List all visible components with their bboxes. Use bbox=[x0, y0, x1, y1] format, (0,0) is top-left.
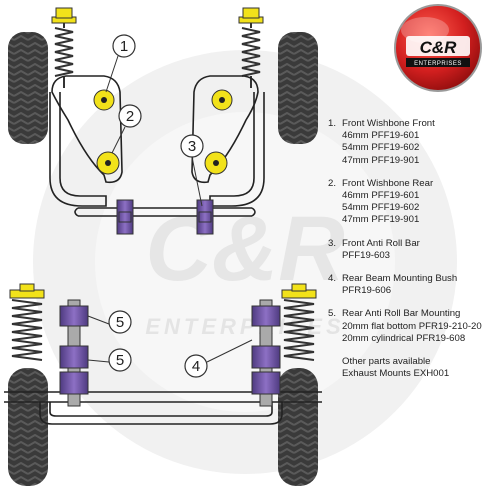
part-number: 4. bbox=[328, 273, 337, 285]
callout-5-upper: 5 bbox=[87, 310, 132, 334]
part-code: 46mm PFF19-601 bbox=[342, 190, 420, 202]
front-left-wishbone bbox=[49, 75, 123, 207]
rear-left-tyre bbox=[8, 368, 48, 486]
callout-2-label: 2 bbox=[126, 108, 134, 125]
part-number: 3. bbox=[328, 237, 337, 249]
front-right-tyre bbox=[278, 32, 318, 144]
front-right-spring bbox=[238, 7, 264, 88]
callout-3: 3 bbox=[180, 134, 204, 207]
watermark-subtext: ENTERPRISES bbox=[145, 314, 344, 339]
callout-4: 4 bbox=[184, 339, 253, 378]
part-code: 20mm cylindrical PFR19-608 bbox=[342, 332, 466, 344]
part-code: 46mm PFF19-601 bbox=[342, 130, 420, 142]
watermark: C&R ENTERPRISES bbox=[33, 50, 457, 474]
rear-bush-5-low bbox=[59, 371, 89, 395]
brand-logo: C&R ENTERPRISES bbox=[394, 4, 482, 92]
rear-bush-4-top bbox=[251, 305, 281, 327]
part-code: 47mm PFF19-901 bbox=[342, 154, 420, 166]
callout-5-upper-label: 5 bbox=[116, 314, 124, 331]
part-5: 5. Rear Anti Roll Bar Mounting 20mm flat … bbox=[328, 308, 500, 345]
part-title: Front Anti Roll Bar bbox=[342, 237, 420, 249]
front-arb-bush-left bbox=[116, 199, 134, 235]
other-parts-heading: Other parts available bbox=[342, 356, 431, 368]
part-2: 2. Front Wishbone Rear 46mm PFF19-601 54m… bbox=[328, 178, 500, 227]
front-left-spring bbox=[51, 7, 77, 88]
callout-5-lower-label: 5 bbox=[116, 352, 124, 369]
other-parts-item: Exhaust Mounts EXH001 bbox=[342, 368, 450, 380]
part-title: Rear Anti Roll Bar Mounting bbox=[342, 308, 461, 320]
part-code: 20mm flat bottom PFR19-210-20 bbox=[342, 320, 482, 332]
part-code: 54mm PFF19-602 bbox=[342, 142, 420, 154]
rear-right-tyre bbox=[278, 368, 318, 486]
front-bush-1-right bbox=[211, 89, 233, 111]
front-bush-1-left bbox=[93, 89, 115, 111]
rear-bush-5-top bbox=[59, 305, 89, 327]
part-number: 2. bbox=[328, 177, 337, 189]
rear-right-spring bbox=[281, 283, 317, 361]
part-title: Front Wishbone Front bbox=[342, 118, 435, 129]
watermark-text: C&R bbox=[145, 198, 344, 300]
logo-subtext: ENTERPRISES bbox=[414, 61, 462, 67]
rear-arb-mount-left bbox=[59, 299, 89, 407]
parts-legend: 1. Front Wishbone Front 46mm PFF19-601 54… bbox=[328, 118, 500, 380]
part-1: 1. Front Wishbone Front 46mm PFF19-601 54… bbox=[328, 118, 500, 167]
rear-left-spring bbox=[9, 283, 45, 361]
front-arb-bush-right bbox=[196, 199, 214, 235]
part-code: 47mm PFF19-901 bbox=[342, 214, 420, 226]
part-title: Front Wishbone Rear bbox=[342, 177, 434, 189]
part-code: PFR19-606 bbox=[342, 285, 392, 297]
callout-2: 2 bbox=[111, 104, 142, 154]
part-3: 3. Front Anti Roll Bar PFF19-603 bbox=[328, 238, 500, 262]
front-anti-roll-bar bbox=[74, 199, 256, 235]
callout-1-label: 1 bbox=[120, 38, 128, 55]
rear-arb-mount-right bbox=[251, 299, 281, 407]
front-left-tyre bbox=[8, 32, 48, 144]
part-4: 4. Rear Beam Mounting Bush PFR19-606 bbox=[328, 273, 500, 297]
other-parts-note: Other parts available Exhaust Mounts EXH… bbox=[328, 356, 500, 380]
rear-bush-4-mid bbox=[251, 345, 281, 369]
callout-3-label: 3 bbox=[188, 138, 196, 155]
part-code: 54mm PFF19-602 bbox=[342, 202, 420, 214]
part-number: 1. bbox=[328, 118, 337, 129]
front-bush-2-right bbox=[204, 151, 228, 175]
callout-1: 1 bbox=[105, 34, 136, 93]
callout-5-lower: 5 bbox=[87, 348, 132, 372]
rear-bush-4-low bbox=[251, 371, 281, 395]
rear-bush-5-mid bbox=[59, 345, 89, 369]
part-code: PFF19-603 bbox=[342, 249, 390, 261]
callout-4-label: 4 bbox=[192, 358, 200, 375]
part-title: Rear Beam Mounting Bush bbox=[342, 273, 458, 285]
logo-text: C&R bbox=[420, 38, 458, 57]
front-bush-2-left bbox=[96, 151, 120, 175]
part-number: 5. bbox=[328, 308, 337, 320]
